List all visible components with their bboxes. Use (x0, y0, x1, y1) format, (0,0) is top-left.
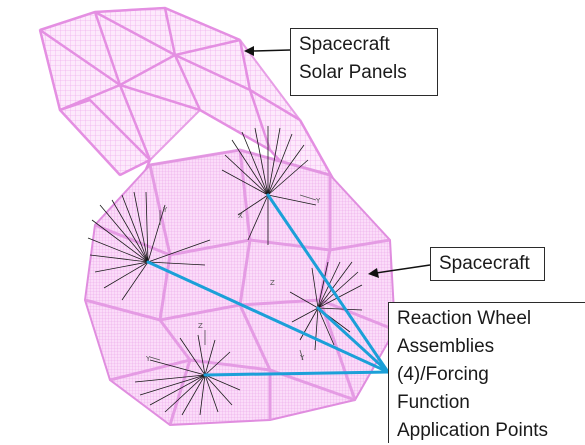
callout-line: (4)/Forcing (397, 364, 489, 385)
svg-text:Z: Z (198, 322, 203, 330)
local-axis-marks: Y Y Z Y Y Z X (145, 194, 321, 363)
reaction-wheel-callout: Reaction Wheel Assemblies (4)/Forcing Fu… (388, 302, 585, 443)
rwa-leader-lines (146, 193, 390, 377)
svg-text:Y: Y (315, 197, 321, 205)
svg-text:Z: Z (270, 279, 275, 287)
arrowhead-icon (368, 268, 379, 278)
forcing-point-left (87, 191, 211, 301)
callout-line: Spacecraft (439, 253, 530, 274)
arrowhead-icon (244, 46, 254, 56)
callout-line: Solar Panels (299, 62, 407, 83)
solar-panels-callout: Spacecraft Solar Panels (290, 28, 438, 96)
callout-line: Application Points (397, 420, 549, 441)
svg-text:Y: Y (299, 354, 305, 362)
callout-line: Reaction Wheel (397, 308, 532, 329)
svg-text:X: X (238, 212, 243, 220)
forcing-point-top (221, 126, 317, 245)
svg-text:Y: Y (145, 355, 151, 363)
pointer-arrows (244, 46, 431, 278)
callout-line: Spacecraft (299, 34, 390, 55)
spacecraft-callout: Spacecraft (430, 247, 545, 281)
callout-line: Assemblies (397, 336, 495, 357)
forcing-point-bottom (134, 334, 241, 416)
solar-panel-array (38, 6, 347, 217)
spacecraft-body (83, 148, 397, 427)
svg-text:Y: Y (162, 206, 168, 214)
callout-line: Function (397, 392, 470, 413)
